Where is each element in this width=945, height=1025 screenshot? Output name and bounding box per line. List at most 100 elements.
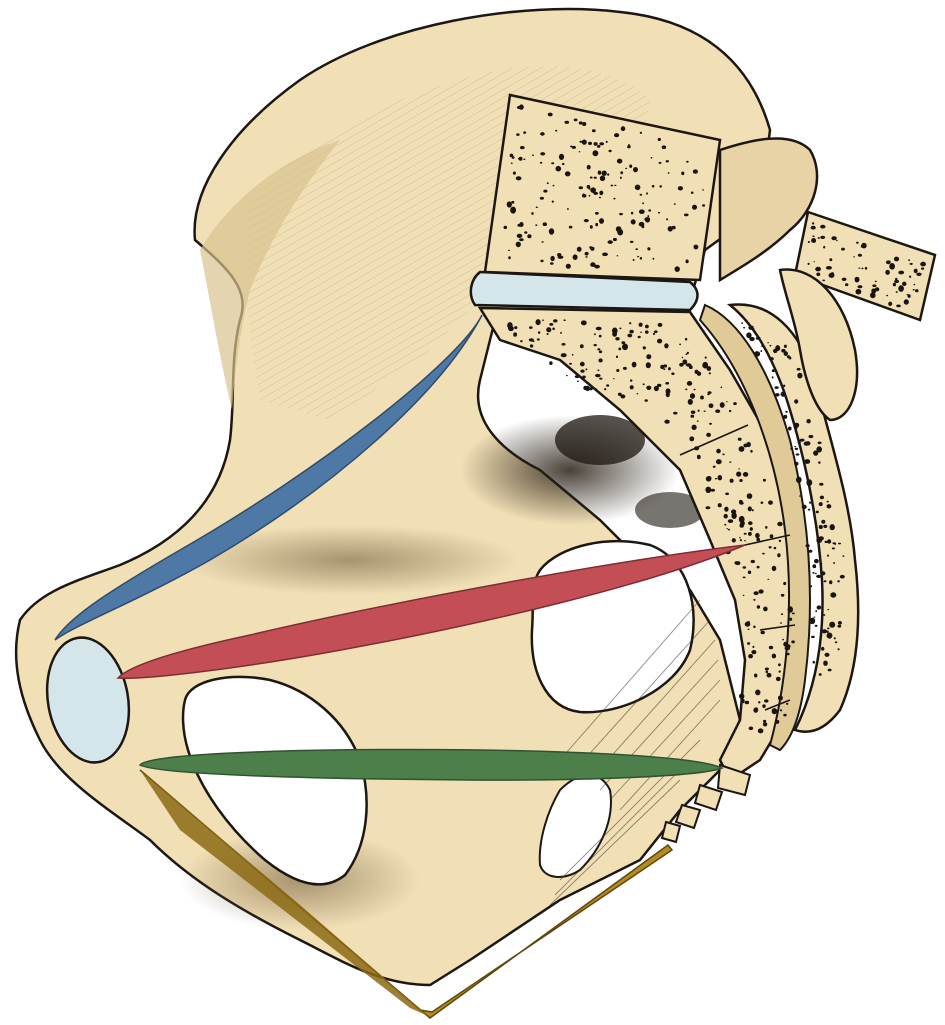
pore	[756, 538, 760, 542]
pore	[555, 130, 557, 132]
pore	[792, 613, 795, 615]
pore	[594, 177, 597, 179]
pore	[616, 226, 622, 232]
pore	[651, 157, 653, 159]
pore	[517, 234, 523, 238]
pore	[821, 647, 824, 651]
pore	[789, 618, 792, 621]
pore	[748, 521, 753, 525]
pore	[748, 532, 752, 536]
pore	[705, 487, 711, 493]
pore	[741, 322, 743, 324]
pore	[622, 344, 628, 351]
pore	[888, 261, 891, 263]
pore	[767, 342, 769, 343]
pore	[536, 207, 538, 209]
pore	[577, 247, 582, 252]
pore	[586, 368, 588, 370]
pore	[743, 444, 747, 448]
pore	[811, 226, 816, 230]
pore	[513, 332, 517, 336]
pore	[512, 156, 515, 159]
pore	[551, 162, 554, 164]
pore	[716, 459, 722, 464]
pore	[861, 245, 863, 248]
pore	[904, 299, 909, 304]
pore	[899, 287, 901, 289]
pore	[842, 278, 847, 281]
pore	[619, 328, 621, 330]
pore	[643, 383, 645, 385]
pore	[690, 393, 695, 399]
pore	[613, 238, 617, 241]
pore	[739, 446, 745, 452]
pore	[716, 449, 721, 454]
pore	[784, 351, 788, 356]
pore	[517, 106, 522, 109]
pore	[572, 146, 576, 149]
pore	[896, 291, 898, 293]
pore	[675, 266, 680, 272]
pore	[814, 261, 816, 262]
pore	[820, 496, 824, 500]
pore	[735, 561, 740, 565]
pore	[822, 629, 827, 633]
pore	[629, 322, 631, 324]
pore	[550, 256, 554, 261]
pore	[558, 256, 564, 259]
pore	[752, 646, 754, 648]
pore	[527, 234, 531, 238]
pore	[761, 631, 765, 634]
pore	[640, 194, 643, 196]
pore	[613, 378, 615, 379]
pore	[627, 334, 632, 338]
pore	[813, 661, 816, 664]
pore	[744, 540, 746, 541]
pore	[597, 370, 599, 371]
pore	[785, 411, 788, 413]
pore	[637, 256, 639, 257]
pore	[827, 504, 832, 508]
pore	[827, 555, 829, 557]
pore	[639, 323, 643, 327]
pore	[700, 396, 704, 400]
pore	[907, 294, 909, 295]
pore	[540, 132, 545, 136]
pore	[748, 571, 751, 575]
pore	[809, 435, 814, 438]
pore	[736, 472, 741, 477]
pore	[627, 146, 631, 149]
pore	[853, 256, 855, 257]
pore	[743, 577, 746, 579]
pore	[666, 160, 669, 162]
pore	[572, 354, 574, 356]
pore	[832, 547, 835, 549]
pore	[546, 327, 551, 332]
pore	[775, 386, 779, 389]
pore	[772, 376, 774, 378]
pore	[813, 241, 815, 243]
pore	[633, 259, 635, 261]
pore	[770, 534, 774, 538]
pore	[640, 132, 642, 134]
pore	[600, 176, 605, 182]
pore	[562, 163, 565, 165]
pore	[811, 636, 815, 638]
pore	[785, 646, 790, 650]
pore	[535, 224, 537, 226]
pore	[914, 284, 916, 286]
pore	[579, 121, 583, 124]
pore	[819, 483, 823, 486]
pore	[547, 333, 549, 335]
pore	[763, 722, 767, 726]
pore	[748, 654, 753, 658]
pore	[828, 669, 832, 672]
pore	[753, 599, 755, 601]
pore	[818, 237, 820, 239]
pore	[537, 338, 540, 340]
pore	[815, 573, 817, 574]
pore	[797, 368, 801, 371]
pore	[779, 670, 781, 672]
pore	[616, 369, 619, 372]
pore	[819, 673, 822, 676]
